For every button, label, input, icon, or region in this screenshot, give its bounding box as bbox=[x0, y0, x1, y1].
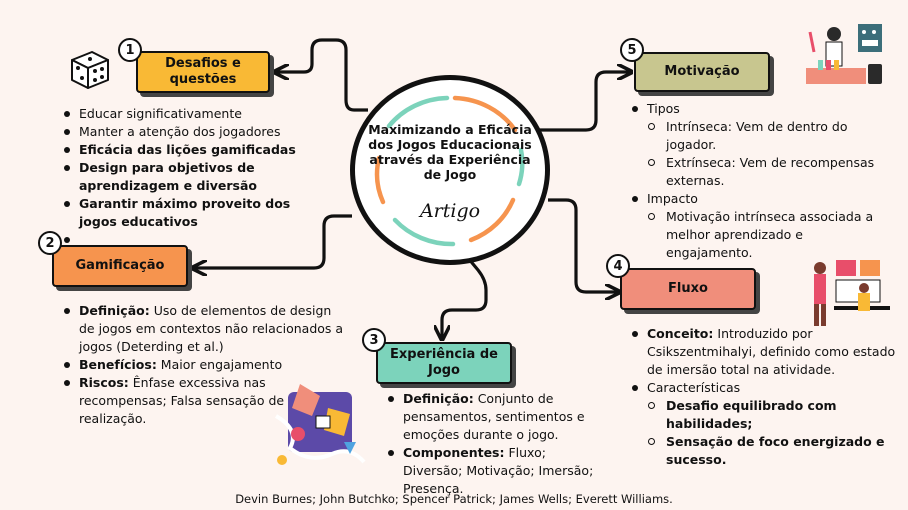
sub-item: Sensação de foco energizado e sucesso. bbox=[630, 433, 896, 469]
list-item: Riscos: Ênfase excessiva nas recompensas… bbox=[62, 374, 285, 428]
node-5-title: Motivação bbox=[664, 64, 740, 79]
scientist-illustration bbox=[806, 24, 882, 84]
list-item: Garantir máximo proveito dos jogos educa… bbox=[62, 195, 322, 231]
node-3-box: Experiência de Jogo bbox=[376, 342, 512, 384]
node-3-title: Experiência de Jogo bbox=[390, 347, 498, 378]
list-item: Benefícios: Maior engajamento bbox=[62, 356, 344, 374]
list-item: Tipos bbox=[630, 100, 892, 118]
list-item: Componentes: Fluxo; Diversão; Motivação;… bbox=[386, 444, 598, 498]
list-item: Definição: Uso de elementos de design de… bbox=[62, 302, 344, 356]
node-4-box: Fluxo bbox=[620, 268, 756, 310]
list-item: Design para objetivos de aprendizagem e … bbox=[62, 159, 322, 195]
node-4-title: Fluxo bbox=[668, 281, 708, 296]
connector-2 bbox=[194, 214, 352, 268]
game-map-illustration bbox=[274, 384, 366, 465]
node-1-badge: 1 bbox=[118, 38, 142, 62]
list-item: Manter a atenção dos jogadores bbox=[62, 123, 322, 141]
list-item-empty bbox=[62, 231, 322, 249]
node-1-title: Desafios e questões bbox=[165, 56, 241, 87]
sub-item: Desafio equilibrado com habilidades; bbox=[630, 397, 896, 433]
list-item: Conceito: Introduzido por Csikszentmihal… bbox=[630, 325, 896, 379]
signature: Artigo bbox=[419, 200, 481, 222]
list-item: Educar significativamente bbox=[62, 105, 322, 123]
sub-item: Intrínseca: Vem de dentro do jogador. bbox=[630, 118, 892, 154]
circle-decoration bbox=[374, 95, 525, 247]
dice-icon bbox=[71, 51, 109, 89]
node-2-badge: 2 bbox=[38, 231, 62, 255]
list-item: Eficácia das lições gamificadas bbox=[62, 141, 322, 159]
connector-1 bbox=[276, 38, 368, 112]
footer-authors: Devin Burnes; John Butchko; Spencer Patr… bbox=[235, 492, 673, 506]
sub-item: Extrínseca: Vem de recompensas externas. bbox=[630, 154, 892, 190]
node-2-box: Gamificação bbox=[52, 245, 188, 287]
connector-4 bbox=[548, 198, 618, 292]
list-item: Definição: Conjunto de pensamentos, sent… bbox=[386, 390, 598, 444]
node-5-badge: 5 bbox=[620, 38, 644, 62]
node-1-box: Desafios e questões bbox=[136, 51, 270, 93]
node-5-list: Tipos Intrínseca: Vem de dentro do jogad… bbox=[630, 100, 892, 262]
list-item: Características bbox=[630, 379, 896, 397]
node-4-badge: 4 bbox=[606, 254, 630, 278]
team-illustration bbox=[814, 260, 890, 326]
central-title: Maximizando a Eficácia dos Jogos Educaci… bbox=[368, 122, 532, 182]
node-1-list: Educar significativamente Manter a atenç… bbox=[62, 105, 322, 249]
central-circle bbox=[350, 75, 550, 265]
node-3-list: Definição: Conjunto de pensamentos, sent… bbox=[386, 390, 598, 498]
list-item: Impacto bbox=[630, 190, 892, 208]
node-4-list: Conceito: Introduzido por Csikszentmihal… bbox=[630, 325, 896, 469]
sub-item: Motivação intrínseca associada a melhor … bbox=[630, 208, 892, 262]
node-2-title: Gamificação bbox=[75, 258, 165, 273]
node-5-box: Motivação bbox=[634, 52, 770, 92]
node-3-badge: 3 bbox=[362, 328, 386, 352]
node-2-list: Definição: Uso de elementos de design de… bbox=[62, 302, 344, 428]
connector-3 bbox=[442, 256, 488, 338]
connector-5 bbox=[536, 72, 630, 132]
